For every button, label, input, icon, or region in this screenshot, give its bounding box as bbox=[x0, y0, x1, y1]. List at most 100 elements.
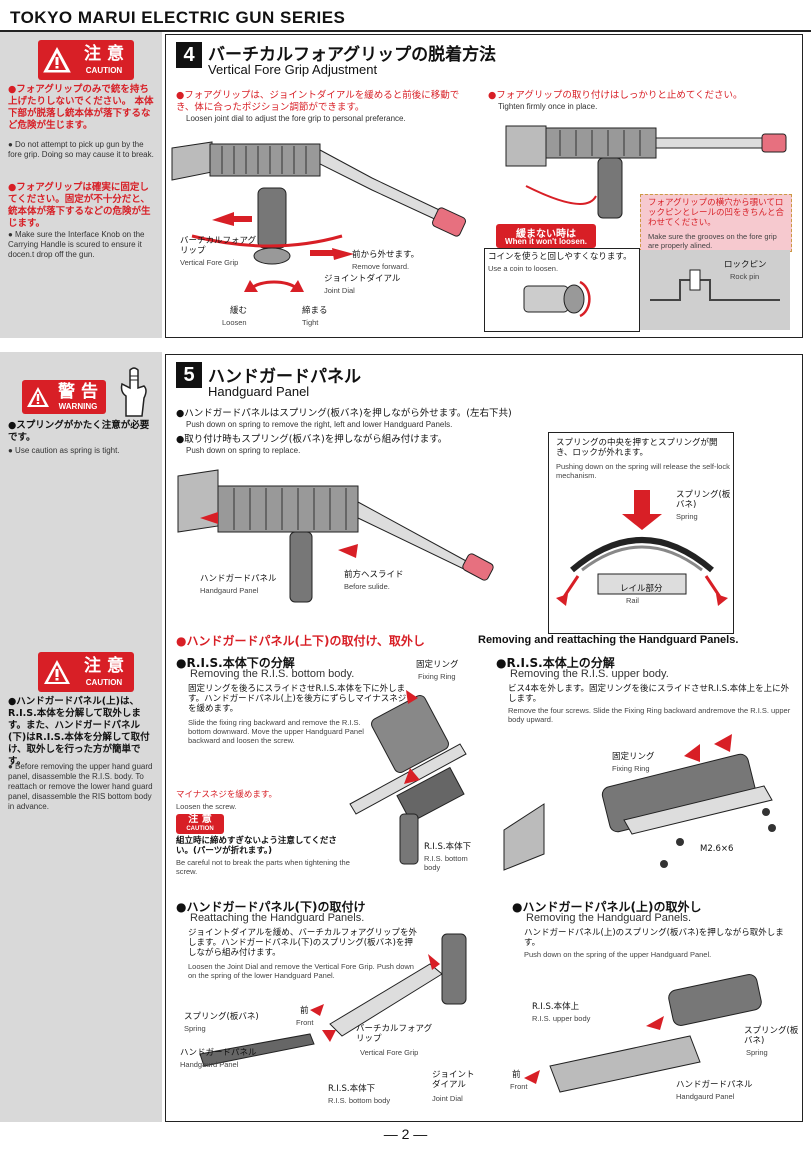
q3-spring-en: Spring bbox=[184, 1024, 206, 1033]
q1-ring-jp: 固定リング bbox=[416, 660, 459, 670]
q4-front-jp: 前 bbox=[512, 1070, 521, 1080]
q1-screw-jp: マイナスネジを緩めます。 bbox=[176, 790, 277, 800]
q3-grip-jp: バーチカルフォアグリップ bbox=[356, 1024, 433, 1044]
subsection-title-en: Removing and reattaching the Handguard P… bbox=[478, 634, 739, 646]
caution-text-3-jp: ●ハンドガードパネル(上)は、R.I.S.本体を分解して取外します。また、ハンド… bbox=[8, 696, 150, 767]
q3-grip-en: Vertical Fore Grip bbox=[360, 1048, 419, 1057]
coin-tip-en: Use a coin to loosen. bbox=[488, 264, 559, 273]
spring-rail-diagram bbox=[556, 490, 728, 606]
label-joint-dial-jp: ジョイントダイアル bbox=[324, 274, 401, 284]
caution-text-2-en: ● Make sure the Interface Knob on the Ca… bbox=[8, 230, 145, 259]
spring-detail-en: Pushing down on the spring will release … bbox=[556, 462, 730, 480]
gun-fore-grip-illustration bbox=[171, 141, 467, 292]
sec5-b1-en: Push down on spring to remove the right,… bbox=[186, 420, 453, 429]
label-loosen-jp: 緩む bbox=[230, 306, 248, 316]
warning-triangle-icon bbox=[43, 46, 71, 73]
section-4-title-jp: バーチカルフォアグリップの脱着方法 bbox=[208, 45, 497, 65]
q1-caution-jp: 組立時に締めすぎないよう注意してください。(パーツが折れます。) bbox=[176, 836, 337, 856]
sec5-b2-en: Push down on spring to replace. bbox=[186, 446, 301, 455]
q3-front-en: Front bbox=[296, 1018, 314, 1027]
label-slide-en: Before sulide. bbox=[344, 582, 390, 591]
q4-text-jp: ハンドガードパネル(上)のスプリング(板バネ)を押しながら取外します。 bbox=[524, 928, 784, 948]
side-panel-warning bbox=[0, 352, 162, 1122]
q2-ring-jp: 固定リング bbox=[612, 752, 655, 762]
q1-text-jp: 固定リングを後ろにスライドさせR.I.S.本体を下に外します。ハンドガードパネル… bbox=[188, 684, 407, 714]
q3-front-jp: 前 bbox=[300, 1006, 309, 1016]
caution-text-1-en: ● Do not attempt to pick up gun by the f… bbox=[8, 140, 154, 159]
q3-title-jp: ●ハンドガードパネル(下)の取付け bbox=[176, 900, 366, 914]
label-spring-jp: スプリング(板バネ) bbox=[676, 490, 731, 510]
q3-panel-jp: ハンドガードパネル bbox=[180, 1048, 257, 1058]
sec5-b1-jp: ●ハンドガードパネルはスプリング(板バネ)を押しながら外せます。(左右下共) bbox=[176, 408, 512, 419]
q4-panel-jp: ハンドガードパネル bbox=[676, 1080, 753, 1090]
ris-upper-illustration bbox=[503, 734, 776, 871]
q2-text-en: Remove the four screws. Slide the Fixing… bbox=[508, 706, 791, 724]
section-5-number: 5 bbox=[176, 362, 202, 388]
q3-dial-jp: ジョイントダイアル bbox=[432, 1070, 475, 1090]
wont-loosen-badge: 緩まない時は When it won't loosen. bbox=[496, 224, 596, 248]
section-4-title-en: Vertical Fore Grip Adjustment bbox=[208, 62, 378, 77]
label-loosen-en: Loosen bbox=[222, 318, 247, 327]
q3-title-en: Reattaching the Handguard Panels. bbox=[190, 912, 365, 924]
spring-detail-jp: スプリングの中央を押すとスプリングが開き、ロックが外れます。 bbox=[556, 438, 718, 458]
caution-badge: 注 意 CAUTION bbox=[38, 40, 134, 80]
alignment-note-jp: フォアグリップの横穴から覗いてロックピンとレールの凹をきちんと合わせてください。 bbox=[648, 198, 785, 228]
q4-upper-jp: R.I.S.本体上 bbox=[532, 1002, 580, 1012]
q4-spring-en: Spring bbox=[746, 1048, 768, 1057]
q1-screw-en: Loosen the screw. bbox=[176, 802, 237, 811]
q1-bottom-en: R.I.S. bottom body bbox=[424, 854, 468, 872]
q4-title-en: Removing the Handguard Panels. bbox=[526, 912, 692, 924]
spring-detail-box bbox=[548, 432, 734, 634]
q2-screw-label: M2.6×6 bbox=[700, 844, 734, 854]
lockpin-detail bbox=[640, 250, 790, 330]
q1-bottom-jp: R.I.S.本体下 bbox=[424, 842, 472, 852]
q2-text-jp: ビス4本を外します。固定リングを後にスライドさせR.I.S.本体上を上に外します… bbox=[508, 684, 790, 704]
q4-panel-en: Handgaurd Panel bbox=[676, 1092, 735, 1101]
page-number: — 2 — bbox=[383, 1126, 428, 1142]
sec4-left-jp: ●フォアグリップは、ジョイントダイアルを緩めると前後に移動でき、体に合ったポジシ… bbox=[176, 90, 460, 113]
q3-panel-en: Handgaurd Panel bbox=[180, 1060, 239, 1069]
caution-text-3-en: ● Before removing the upper hand guard p… bbox=[8, 762, 153, 811]
warning-text-jp: ●スプリングがかたく注意が必要です。 bbox=[8, 420, 150, 443]
caution-text-2-jp: ●フォアグリップは確実に固定してください。固定が不十分だと、銃本体が落下するなど… bbox=[8, 182, 151, 229]
sec4-left-en: Loosen joint dial to adjust the fore gri… bbox=[186, 114, 406, 123]
q1-title-jp: ●R.I.S.本体下の分解 bbox=[176, 656, 295, 670]
small-caution-badge: 注 意 CAUTION bbox=[176, 814, 224, 834]
q4-spring-jp: スプリング(板バネ) bbox=[744, 1026, 799, 1046]
q2-title-jp: ●R.I.S.本体上の分解 bbox=[496, 656, 615, 670]
label-remove-en: Remove forward. bbox=[352, 262, 410, 271]
label-rail-jp: レイル部分 bbox=[620, 584, 663, 594]
section-4-number: 4 bbox=[176, 42, 202, 68]
caution-text-1-jp: ●フォアグリップのみで銃を持ち上げたりしないでください。 本体下部が脱落し銃本体… bbox=[8, 84, 154, 131]
series-header: TOKYO MARUI ELECTRIC GUN SERIES bbox=[10, 8, 346, 27]
q3-text-en: Loosen the Joint Dial and remove the Ver… bbox=[188, 962, 414, 980]
q4-front-en: Front bbox=[510, 1082, 528, 1091]
q1-title-en: Removing the R.I.S. bottom body. bbox=[190, 668, 355, 680]
warning-badge: 警 告 WARNING bbox=[22, 380, 106, 414]
lockpin-label-jp: ロックピン bbox=[724, 260, 767, 270]
warning-triangle-icon bbox=[27, 387, 49, 407]
q4-title-jp: ●ハンドガードパネル(上)の取外し bbox=[512, 900, 702, 914]
label-spring-en: Spring bbox=[676, 512, 698, 521]
label-fore-grip-jp: バーチカルフォアグリップ bbox=[180, 236, 257, 256]
q1-ring-en: Fixing Ring bbox=[418, 672, 456, 681]
q4-upper-en: R.I.S. upper body bbox=[532, 1014, 591, 1023]
gun-fore-grip-installed-illustration bbox=[505, 125, 787, 219]
q3-text-jp: ジョイントダイアルを緩め、バーチカルフォアグリップを外します。ハンドガードパネル… bbox=[188, 928, 417, 958]
label-remove-jp: 前から外せます。 bbox=[352, 250, 420, 260]
upper-panel-remove-illustration bbox=[524, 974, 762, 1093]
label-tight-en: Tight bbox=[302, 318, 319, 327]
hand-finger-icon bbox=[120, 367, 147, 417]
side-panel-caution-1 bbox=[0, 32, 162, 338]
label-joint-dial-en: Joint Dial bbox=[324, 286, 355, 295]
coin-dial-icon bbox=[523, 280, 591, 318]
label-panel-jp: ハンドガードパネル bbox=[200, 574, 277, 584]
lower-panel-reattach-illustration bbox=[199, 933, 467, 1067]
q4-text-en: Push down on the spring of the upper Han… bbox=[524, 950, 712, 959]
q1-caution-en: Be careful not to break the parts when t… bbox=[176, 858, 350, 876]
ris-bottom-illustration bbox=[349, 690, 467, 865]
section-5-title-en: Handguard Panel bbox=[208, 384, 310, 399]
alignment-note-en: Make sure the grooves on the fore grip a… bbox=[648, 232, 777, 250]
gun-handguard-illustration bbox=[177, 469, 494, 603]
q3-dial-en: Joint Dial bbox=[432, 1094, 463, 1103]
